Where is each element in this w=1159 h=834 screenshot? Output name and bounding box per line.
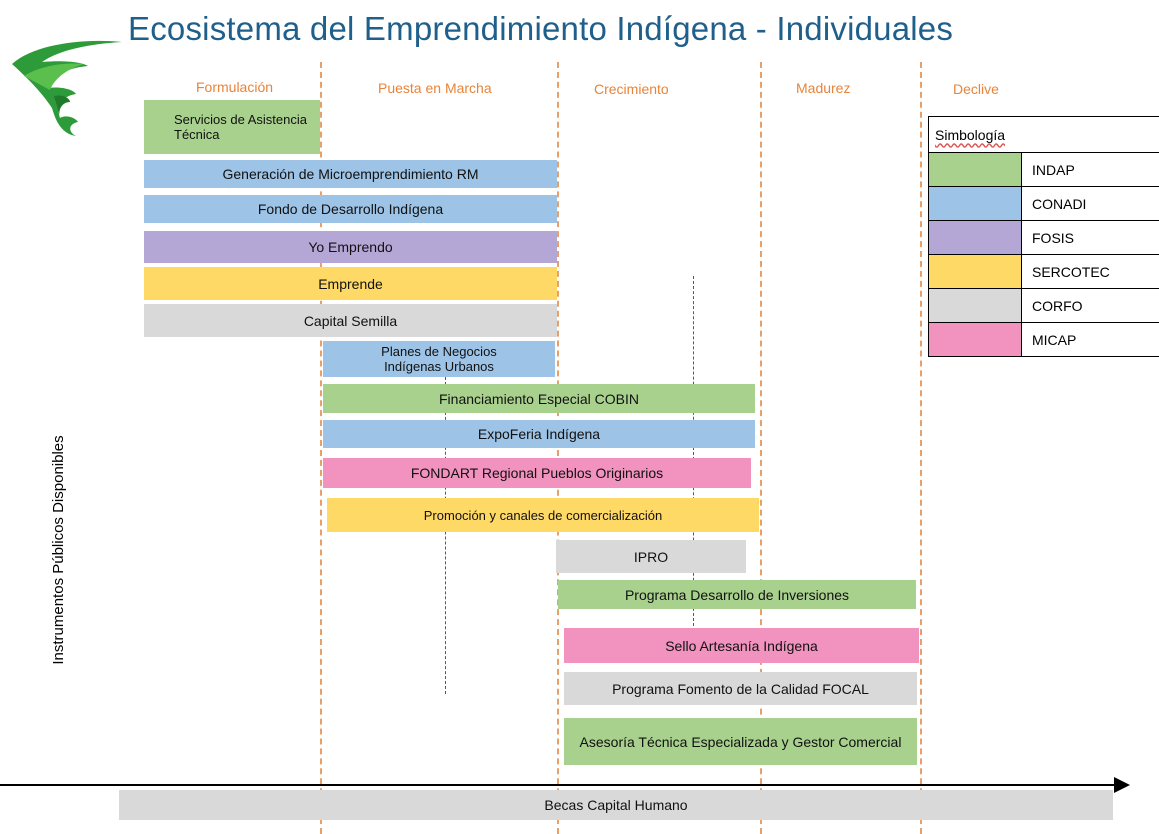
instrument-bar: Capital Semilla bbox=[144, 304, 557, 337]
legend-row: SERCOTEC bbox=[929, 255, 1159, 289]
legend-label: CORFO bbox=[1032, 297, 1083, 314]
legend-swatch bbox=[929, 323, 1022, 356]
instrument-bar: Promoción y canales de comercialización bbox=[327, 498, 759, 532]
instrument-bar: Servicios de Asistencia Técnica bbox=[144, 100, 320, 154]
stage-divider bbox=[557, 62, 559, 834]
mid-stage-marker bbox=[693, 276, 694, 626]
page-title: Ecosistema del Emprendimiento Indígena -… bbox=[128, 10, 954, 47]
legend-row: FOSIS bbox=[929, 221, 1159, 255]
mid-stage-marker bbox=[445, 372, 446, 694]
instrument-bar: ExpoFeria Indígena bbox=[323, 420, 755, 448]
legend-label: INDAP bbox=[1032, 161, 1075, 178]
instrument-bar: Programa Fomento de la Calidad FOCAL bbox=[564, 672, 917, 705]
legend-row: MICAP bbox=[929, 323, 1159, 356]
instrument-bar: Financiamiento Especial COBIN bbox=[323, 384, 755, 413]
instrument-bar: Programa Desarrollo de Inversiones bbox=[558, 580, 916, 609]
legend-label: CONADI bbox=[1032, 195, 1087, 212]
legend-swatch bbox=[929, 153, 1022, 186]
timeline-arrow-icon bbox=[1114, 777, 1130, 793]
legend-swatch bbox=[929, 187, 1022, 220]
stage-formulacion: Formulación bbox=[196, 79, 274, 95]
y-axis-label: Instrumentos Públicos Disponibles bbox=[50, 435, 67, 665]
stage-puesta-en-marcha: Puesta en Marcha bbox=[378, 80, 492, 96]
legend-row: CONADI bbox=[929, 187, 1159, 221]
legend-label: FOSIS bbox=[1032, 229, 1075, 246]
instrument-bar: Sello Artesanía Indígena bbox=[564, 628, 919, 663]
stage-declive: Declive bbox=[953, 81, 999, 97]
timeline-axis bbox=[0, 784, 1118, 786]
instrument-bar: Generación de Microemprendimiento RM bbox=[144, 160, 557, 188]
instrument-bar: Yo Emprendo bbox=[144, 231, 557, 263]
legend-title: Simbología bbox=[929, 117, 1159, 153]
legend-swatch bbox=[929, 221, 1022, 254]
legend-row: CORFO bbox=[929, 289, 1159, 323]
stage-madurez: Madurez bbox=[796, 80, 851, 96]
stage-divider bbox=[320, 62, 322, 834]
stage-crecimiento: Crecimiento bbox=[594, 81, 669, 97]
stage-divider bbox=[920, 62, 922, 834]
legend: Simbología INDAP CONADI FOSIS SERCOTEC C… bbox=[928, 116, 1159, 357]
instrument-bar: IPRO bbox=[556, 540, 746, 573]
instrument-bar: FONDART Regional Pueblos Originarios bbox=[323, 458, 751, 488]
legend-swatch bbox=[929, 289, 1022, 322]
green-swirl-logo-icon bbox=[12, 40, 122, 137]
instrument-bar: Emprende bbox=[144, 267, 557, 300]
legend-label: SERCOTEC bbox=[1032, 263, 1110, 280]
legend-row: INDAP bbox=[929, 153, 1159, 187]
stage-divider bbox=[760, 62, 762, 834]
instrument-bar: Planes de Negocios Indígenas Urbanos bbox=[323, 341, 555, 377]
instrument-bar: Becas Capital Humano bbox=[119, 790, 1113, 820]
instrument-bar: Fondo de Desarrollo Indígena bbox=[144, 195, 557, 223]
instrument-bar: Asesoría Técnica Especializada y Gestor … bbox=[564, 718, 917, 765]
legend-swatch bbox=[929, 255, 1022, 288]
legend-label: MICAP bbox=[1032, 331, 1077, 348]
